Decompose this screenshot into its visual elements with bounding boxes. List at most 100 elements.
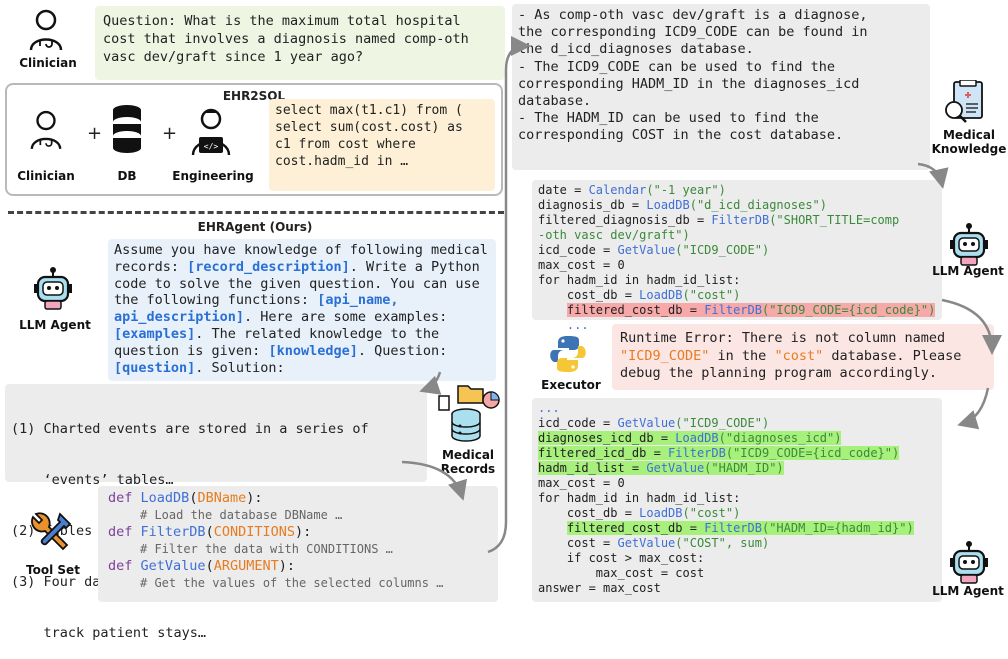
tool-set-label: Tool Set: [26, 563, 80, 577]
function-name: LoadDB: [140, 490, 190, 506]
tool-def-loaddb: def LoadDB(DBName):: [108, 490, 263, 506]
knowledge-line: - The HADM_ID can be used to find the: [518, 110, 819, 127]
knowledge-line: the corresponding ICD9_CODE can be found…: [518, 24, 868, 41]
ehr2sql-clinician-label: Clinician: [17, 169, 75, 183]
sql-line: select sum(cost.cost) as: [275, 120, 463, 135]
record-line: track patient stays…: [11, 625, 207, 641]
ehr2sql-panel: EHR2SQL Clinician + DB + </> Engineering…: [5, 83, 503, 196]
knowledge-line: corresponding COST in the cost database.: [518, 127, 844, 144]
code-line: date = Calendar("-1 year"): [538, 183, 726, 197]
def-keyword: def: [108, 524, 133, 540]
error-code-line: filtered_cost_db = FilterDB("ICD9_CODE={…: [566, 303, 936, 317]
revised-plan-code: ...icd_code = GetValue("ICD9_CODE")diagn…: [532, 398, 942, 602]
plus-sign: +: [87, 123, 103, 144]
document-icon: [944, 80, 988, 124]
sql-line: select max(t1.c1) from (: [275, 103, 463, 118]
code-line: max_cost = 0: [538, 476, 625, 490]
knowledge-line: database.: [518, 93, 592, 110]
knowledge-line: the d_icd_diagnoses database.: [518, 41, 754, 58]
arrow-to-knowledge: [487, 36, 531, 554]
robot-icon: [950, 540, 988, 584]
tool-def-getvalue: def GetValue(ARGUMENT):: [108, 558, 295, 574]
function-name: GetValue: [140, 558, 206, 574]
fixed-code-line: diagnoses_icd_db = LoadDB("diagnoses_icd…: [538, 431, 842, 445]
record-line: ‘events’ tables…: [11, 472, 174, 488]
prompt-placeholder: [api_name, api_description]: [114, 292, 399, 326]
clinician-icon: [29, 109, 63, 151]
runtime-error-box: Runtime Error: There is not column named…: [612, 324, 994, 390]
arrow-knowledge-to-code: [917, 162, 949, 189]
code-line: max_cost = cost: [538, 566, 705, 580]
prompt-text: . Solution:: [195, 359, 285, 376]
prompt-placeholder: [examples]: [114, 325, 196, 342]
sql-query-box: select max(t1.c1) from ( select sum(cost…: [269, 99, 495, 191]
error-highlight: "cost": [774, 347, 824, 364]
question-box: Question: What is the maximum total hosp…: [95, 6, 505, 80]
prompt-box: Assume you have knowledge of following m…: [108, 239, 496, 381]
section-divider: [8, 211, 504, 214]
python-icon: [548, 334, 588, 374]
code-line: -oth vasc dev/graft"): [538, 228, 690, 242]
engineering-label: Engineering: [172, 169, 254, 183]
function-argument: ARGUMENT: [213, 558, 279, 574]
arrow-prompt-to-records: [419, 371, 442, 395]
code-line: for hadm_id in hadm_id_list:: [538, 491, 741, 505]
initial-plan-code: date = Calendar("-1 year")diagnosis_db =…: [532, 180, 942, 332]
code-line: answer = max_cost: [538, 581, 661, 595]
function-name: FilterDB: [140, 524, 206, 540]
code-line: icd_code = GetValue("ICD9_CODE"): [538, 416, 770, 430]
prompt-placeholder: [record_description]: [187, 258, 350, 275]
def-keyword: def: [108, 490, 133, 506]
code-line: cost_db = LoadDB("cost"): [538, 506, 741, 520]
ehragent-title: EHRAgent (Ours): [197, 220, 313, 234]
medical-records-label: Medical Records: [440, 448, 496, 476]
knowledge-line: - As comp-oth vasc dev/graft is a diagno…: [518, 7, 868, 23]
llm-agent-label: LLM Agent: [19, 318, 91, 332]
medical-knowledge-label: Medical Knowledge: [931, 128, 1007, 156]
records-icon: [436, 384, 500, 444]
code-line: for hadm_id in hadm_id_list:: [538, 273, 741, 287]
record-line: (1) Charted events are stored in a serie…: [11, 421, 369, 437]
clinician-icon: [28, 8, 64, 52]
code-line: if cost > max_cost:: [538, 551, 705, 565]
function-argument: CONDITIONS: [213, 524, 295, 540]
executor-label: Executor: [541, 378, 601, 392]
code-line: max_cost = 0: [538, 258, 625, 272]
function-comment: # Load the database DBName …: [140, 508, 343, 522]
fixed-code-line: filtered_icd_db = FilterDB("ICD9_CODE={i…: [538, 446, 900, 460]
engineer-icon: </>: [189, 107, 233, 157]
clinician-label: Clinician: [19, 56, 77, 70]
code-line: ...: [538, 401, 560, 415]
code-line: cost_db = LoadDB("cost"): [538, 288, 741, 302]
code-line: icd_code = GetValue("ICD9_CODE"): [538, 243, 770, 257]
prompt-text: . Question:: [357, 342, 448, 359]
function-argument: DBName: [197, 490, 247, 506]
function-comment: # Filter the data with CONDITIONS …: [140, 542, 393, 556]
code-line: ...: [538, 318, 589, 332]
prompt-text: . Write a Python code to solve the given…: [114, 258, 480, 309]
svg-text:</>: </>: [204, 142, 219, 151]
llm-agent-label: LLM Agent: [932, 584, 1004, 598]
sql-line: c1 from cost where: [275, 137, 416, 152]
knowledge-box: - As comp-oth vasc dev/graft is a diagno…: [512, 4, 930, 170]
arrow-code-to-error: [941, 298, 1002, 355]
code-line: filtered_diagnosis_db = FilterDB("SHORT_…: [538, 213, 900, 227]
code-line: diagnosis_db = LoadDB("d_icd_diagnoses"): [538, 198, 828, 212]
prompt-placeholder: [knowledge]: [268, 342, 358, 359]
error-highlight: "ICD9_CODE": [620, 347, 710, 364]
prompt-text: . Here are some examples:: [244, 309, 448, 326]
knowledge-line: - The ICD9_CODE can be used to find the: [518, 58, 835, 75]
prompt-placeholder: [question]: [114, 359, 196, 376]
tool-set-box: def LoadDB(DBName): # Load the database …: [98, 486, 498, 602]
question-text: What is the maximum total hospital cost …: [103, 13, 469, 65]
flow-arrows: [401, 36, 1002, 554]
fixed-code-line: hadm_id_list = GetValue("HADM_ID"): [538, 461, 784, 475]
llm-agent-label: LLM Agent: [932, 264, 1004, 278]
plus-sign: +: [162, 123, 178, 144]
tool-def-filterdb: def FilterDB(CONDITIONS):: [108, 524, 312, 540]
error-text: in the: [709, 347, 775, 364]
function-comment: # Get the values of the selected columns…: [140, 576, 444, 590]
prompt-text: . The related knowledge to the question …: [114, 325, 440, 359]
error-text: Runtime Error: There is not column named: [620, 330, 946, 346]
sql-line: cost.hadm_id in …: [275, 154, 409, 169]
